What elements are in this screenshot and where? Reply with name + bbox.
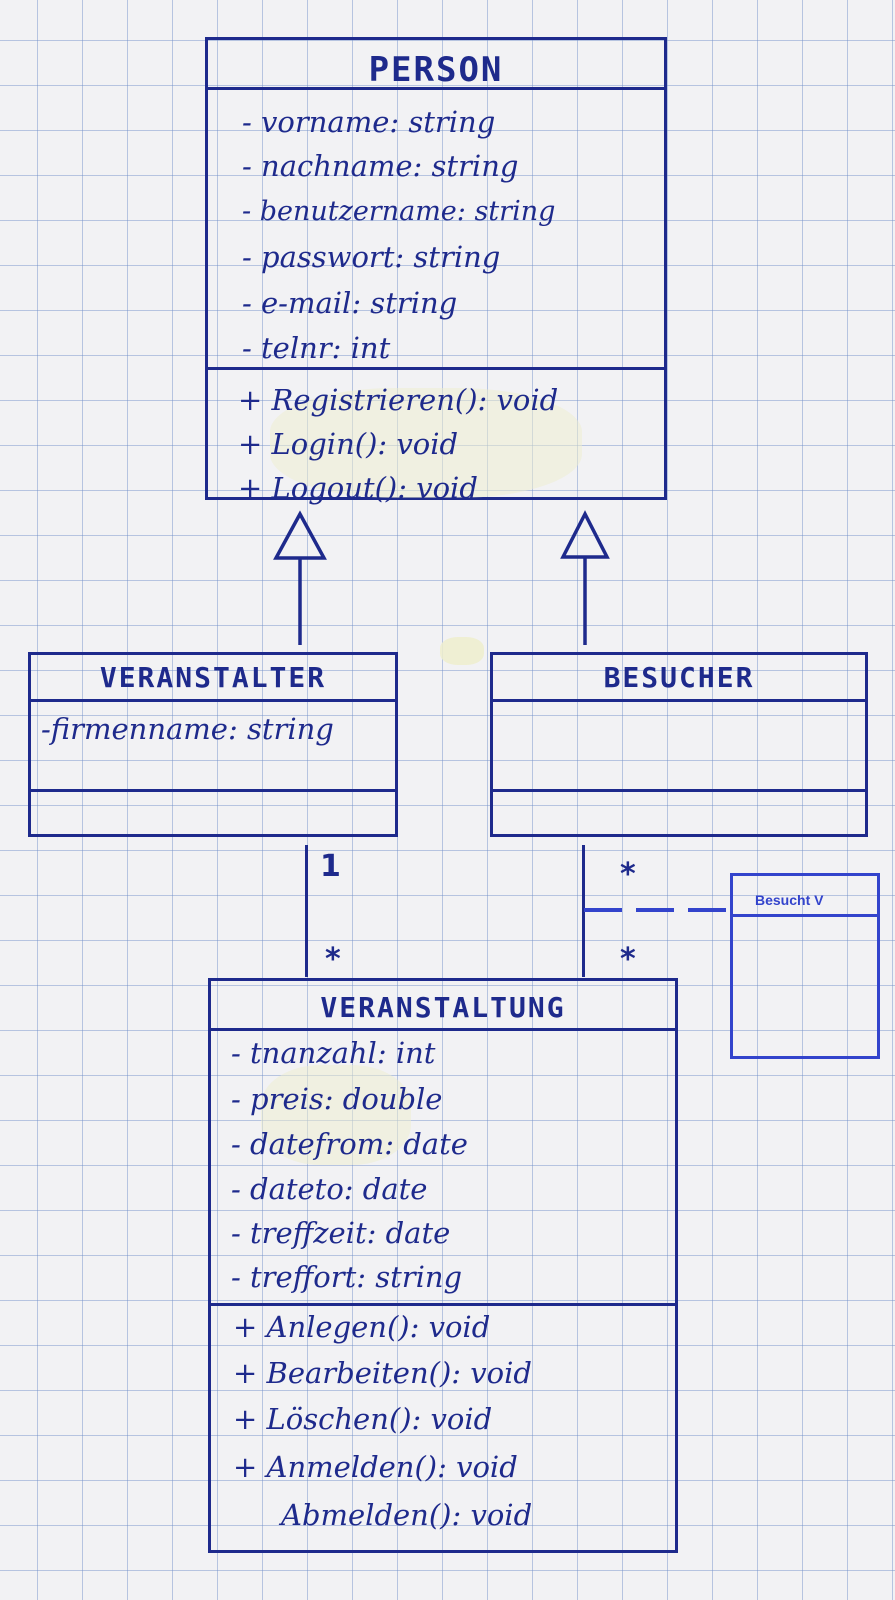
correction-fluid-mark bbox=[440, 637, 484, 665]
association-class-dashed-link bbox=[584, 908, 729, 912]
multiplicity-besucher: * bbox=[620, 857, 636, 892]
veranstaltung-attribute: - treffort: string bbox=[231, 1260, 463, 1294]
veranstaltung-method: + Anmelden(): void bbox=[233, 1450, 518, 1484]
class-veranstalter-attr-divider bbox=[31, 699, 395, 702]
veranstaltung-attribute: - treffzeit: date bbox=[231, 1216, 451, 1250]
person-method: + Logout(): void bbox=[238, 471, 478, 505]
class-veranstalter-title: VERANSTALTER bbox=[99, 661, 327, 694]
veranstaltung-method: + Bearbeiten(): void bbox=[233, 1356, 532, 1390]
person-attribute: - passwort: string bbox=[242, 240, 501, 274]
person-attribute: - e-mail: string bbox=[242, 286, 458, 320]
class-person-attr-divider bbox=[208, 87, 664, 90]
class-besucher-method-divider bbox=[493, 789, 865, 792]
association-class-divider bbox=[733, 914, 877, 917]
multiplicity-veranstaltung-besucher: * bbox=[620, 942, 636, 977]
class-veranstaltung-title: VERANSTALTUNG bbox=[320, 991, 566, 1024]
association-veranstalter-veranstaltung bbox=[305, 845, 308, 977]
veranstaltung-attribute: - datefrom: date bbox=[231, 1127, 468, 1161]
generalization-arrow-besucher bbox=[560, 510, 610, 645]
association-besucher-veranstaltung bbox=[582, 845, 585, 977]
class-person-method-divider bbox=[208, 367, 664, 370]
person-method: + Registrieren(): void bbox=[238, 383, 559, 417]
veranstaltung-attribute: - dateto: date bbox=[231, 1172, 428, 1206]
veranstalter-attribute: -firmenname: string bbox=[41, 712, 334, 746]
person-attribute: - nachname: string bbox=[242, 149, 519, 183]
veranstaltung-method: + Löschen(): void bbox=[233, 1402, 493, 1436]
veranstaltung-method: + Anlegen(): void bbox=[233, 1310, 491, 1344]
class-veranstaltung-method-divider bbox=[211, 1303, 675, 1306]
class-person: PERSON - vorname: string - nachname: str… bbox=[205, 37, 667, 505]
association-class-besucht: Besucht V bbox=[730, 873, 880, 1059]
person-method: + Login(): void bbox=[238, 427, 459, 461]
class-person-title: PERSON bbox=[368, 50, 504, 90]
veranstaltung-method: Abmelden(): void bbox=[281, 1498, 533, 1532]
multiplicity-veranstalter: 1 bbox=[320, 849, 341, 884]
multiplicity-veranstaltung-veranstalter: * bbox=[325, 942, 341, 977]
class-besucher: BESUCHER bbox=[490, 652, 868, 837]
person-attribute: - telnr: int bbox=[242, 331, 391, 365]
veranstaltung-attribute: - tnanzahl: int bbox=[231, 1036, 436, 1070]
class-besucher-title: BESUCHER bbox=[603, 661, 755, 694]
class-veranstaltung: VERANSTALTUNG - tnanzahl: int - preis: d… bbox=[208, 978, 678, 1553]
person-attribute: - benutzername: string bbox=[242, 196, 556, 227]
correction-fluid-mark bbox=[261, 1065, 411, 1165]
class-besucher-attr-divider bbox=[493, 699, 865, 702]
class-veranstalter: VERANSTALTER -firmenname: string bbox=[28, 652, 398, 837]
class-veranstaltung-attr-divider bbox=[211, 1028, 675, 1031]
correction-fluid-mark bbox=[270, 388, 582, 498]
association-class-title: Besucht V bbox=[755, 892, 824, 908]
class-veranstalter-method-divider bbox=[31, 789, 395, 792]
generalization-arrow-veranstalter bbox=[273, 510, 327, 645]
person-attribute: - vorname: string bbox=[242, 105, 496, 139]
veranstaltung-attribute: - preis: double bbox=[231, 1082, 443, 1116]
